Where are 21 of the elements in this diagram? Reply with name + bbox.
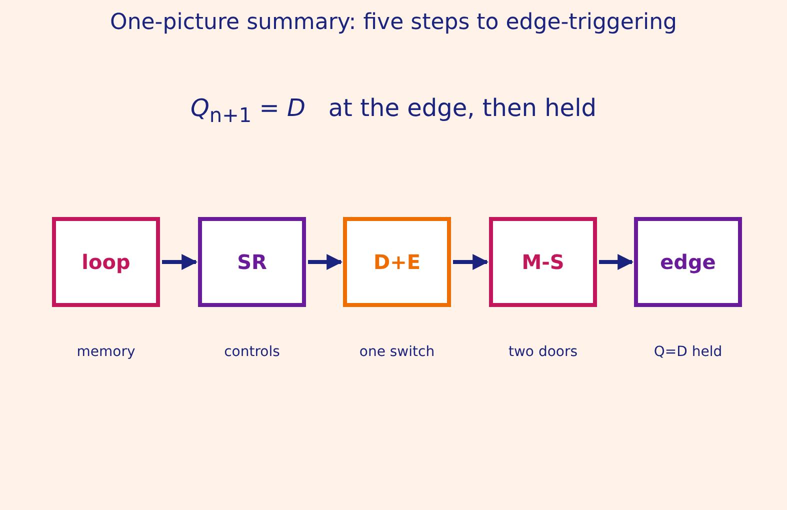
arrow [308,254,343,270]
diagram-title: One-picture summary: five steps to edge-triggering [109,10,678,35]
step-box [634,217,742,307]
step-label: SR [237,250,267,274]
arrow [162,254,198,270]
arrow [453,254,489,270]
step-label: M-S [522,250,564,274]
step-box [489,217,597,307]
step-box [198,217,306,307]
step-caption: controls [223,344,281,360]
step-label: D+E [373,250,421,274]
formula-text: Q$_{n+1}$ = D at the edge, then held [190,94,598,127]
step-box [52,217,160,307]
step-box [343,217,451,307]
step-label: loop [82,250,130,274]
step-caption: memory [76,344,136,360]
step-caption: Q=D held [652,344,724,360]
arrow [599,254,634,270]
step-caption: two doors [507,344,579,360]
step-label: edge [660,250,716,274]
step-caption: one switch [358,344,436,360]
